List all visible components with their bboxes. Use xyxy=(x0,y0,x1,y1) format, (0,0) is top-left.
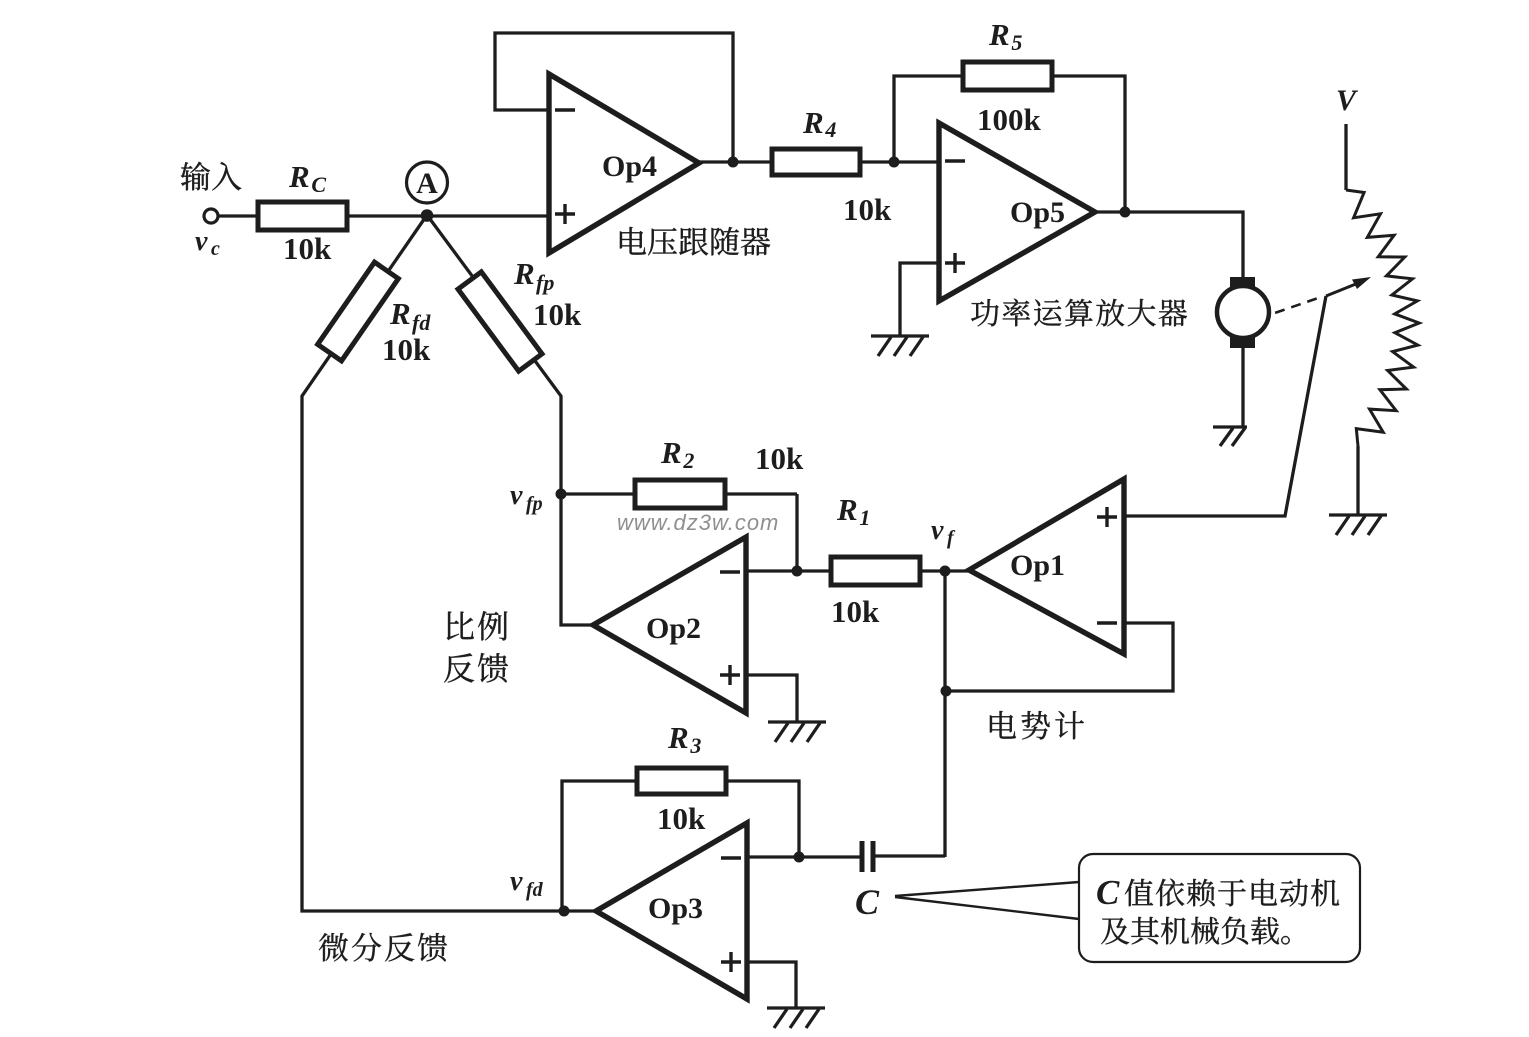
svg-text:Op1: Op1 xyxy=(1010,549,1065,582)
svg-text:R: R xyxy=(660,435,682,470)
svg-text:v: v xyxy=(931,515,944,546)
svg-text:www.dz3w.com: www.dz3w.com xyxy=(617,510,779,535)
svg-text:2: 2 xyxy=(682,448,694,473)
svg-text:C: C xyxy=(311,172,326,197)
svg-text:fd: fd xyxy=(412,310,431,335)
svg-text:R: R xyxy=(988,17,1010,52)
svg-text:10k: 10k xyxy=(755,441,804,476)
svg-text:C: C xyxy=(855,882,880,922)
svg-text:R: R xyxy=(667,720,689,755)
svg-text:10k: 10k xyxy=(283,231,332,266)
svg-text:C: C xyxy=(1096,873,1120,912)
svg-text:Op2: Op2 xyxy=(646,612,701,645)
svg-text:R: R xyxy=(513,256,535,291)
svg-text:Op3: Op3 xyxy=(648,892,703,925)
svg-text:4: 4 xyxy=(824,117,836,142)
svg-text:100k: 100k xyxy=(977,102,1042,137)
svg-text:10k: 10k xyxy=(657,801,706,836)
svg-text:10k: 10k xyxy=(843,192,892,227)
svg-text:f: f xyxy=(947,527,956,549)
svg-text:10k: 10k xyxy=(533,297,582,332)
svg-text:5: 5 xyxy=(1011,30,1022,55)
svg-text:R: R xyxy=(836,492,858,527)
svg-text:c: c xyxy=(211,238,220,260)
svg-text:v: v xyxy=(510,866,523,897)
svg-text:Op4: Op4 xyxy=(602,150,657,183)
svg-text:fd: fd xyxy=(526,879,544,901)
svg-text:V: V xyxy=(1336,84,1359,117)
svg-text:fp: fp xyxy=(536,270,554,295)
svg-text:R: R xyxy=(389,296,411,331)
svg-text:R: R xyxy=(802,105,824,140)
svg-text:v: v xyxy=(510,480,523,511)
svg-text:10k: 10k xyxy=(382,332,431,367)
svg-text:10k: 10k xyxy=(831,594,880,629)
svg-text:R: R xyxy=(288,159,310,194)
svg-text:A: A xyxy=(416,167,438,200)
svg-text:1: 1 xyxy=(859,505,870,530)
svg-text:Op5: Op5 xyxy=(1010,196,1065,229)
svg-text:3: 3 xyxy=(689,733,701,758)
svg-text:v: v xyxy=(195,226,208,257)
svg-text:fp: fp xyxy=(526,493,543,515)
